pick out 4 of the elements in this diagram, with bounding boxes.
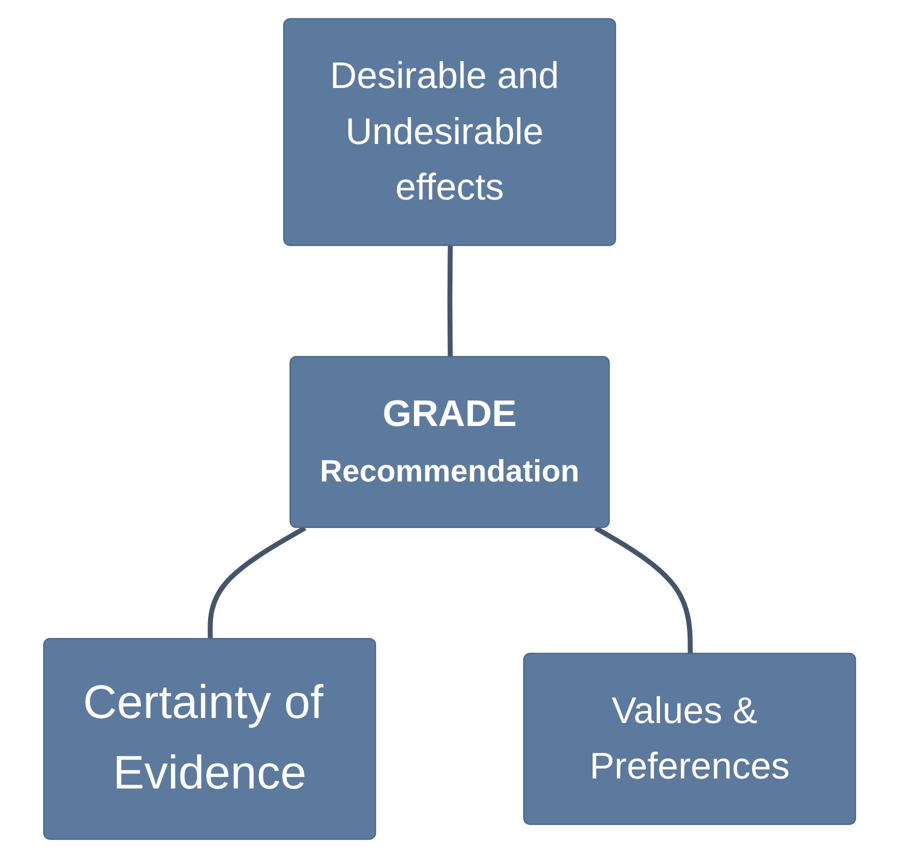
connector bbox=[594, 525, 693, 654]
connector bbox=[447, 245, 453, 357]
diagram-drawing: Desirable and Undesirable effects GRADE Recommendation Certainty of Evidence Values & Preferences bbox=[34, 8, 866, 848]
connector bbox=[208, 525, 306, 639]
